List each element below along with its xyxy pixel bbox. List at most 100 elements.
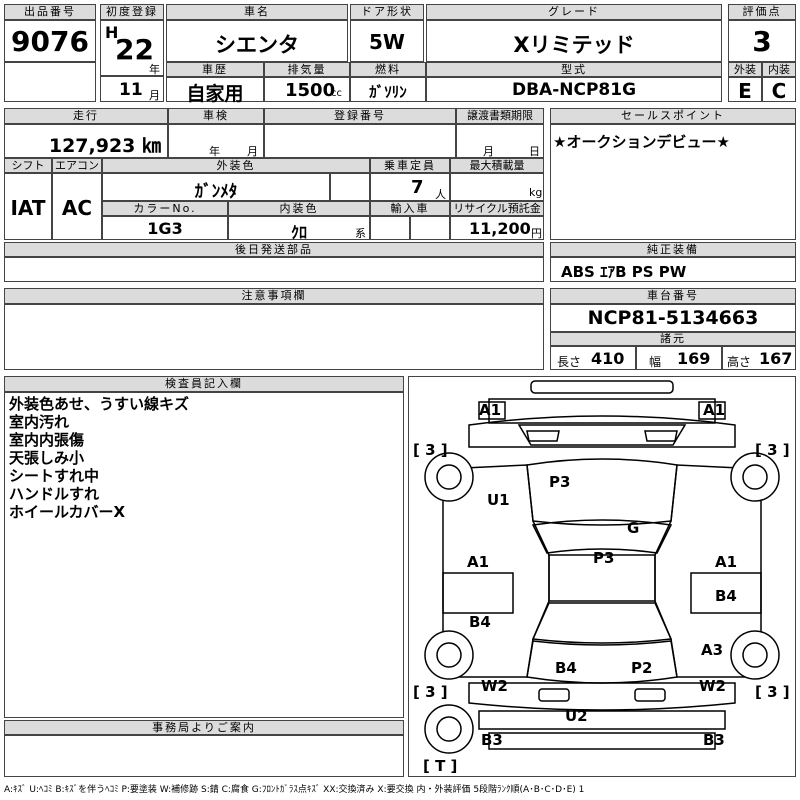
height: 167 [759,349,793,368]
inspection-box: 年 月 [168,124,264,158]
later-parts-label: 後日発送部品 [4,242,544,257]
inspector-note: 室内内張傷 [9,431,85,449]
inspector-note: シートすれ中 [9,467,100,485]
mark-b3-r: B3 [703,731,725,749]
car-name-box: シエンタ [166,20,348,62]
lot-empty-box [4,62,96,102]
chassis-number: NCP81-5134663 [587,307,759,329]
grade-box: Xリミテッド [426,20,722,62]
mark-p3-hood: P3 [549,473,570,491]
sales-point-label: セールスポイント [550,108,796,124]
office-label: 事務局よりご案内 [4,720,404,735]
max-load-box: kg [450,173,544,201]
inspector-note: 天張しみ小 [9,449,85,467]
diagram-hub-rr [742,642,768,668]
tire-fl: [ 3 ] [413,441,448,459]
recycle-box: 11,200 円 [450,216,544,240]
car-name: シエンタ [215,33,299,57]
mark-p2: P2 [631,659,652,677]
chassis-box: NCP81-5134663 [550,304,796,332]
inspection-year-unit: 年 [209,145,220,158]
reg-month-unit: 月 [149,89,160,102]
later-parts-box [4,257,544,282]
sales-point: ★オークションデビュー★ [553,133,730,151]
mark-a1-l: A1 [467,553,489,571]
ext-color-box: ｶﾞﾝﾒﾀ [102,173,330,202]
diagram-taillight-r [634,688,666,702]
fuel-label: 燃料 [350,62,426,77]
transfer-day-unit: 日 [529,145,540,158]
reg-month: 11 [119,80,143,100]
mileage-label: 走行 [4,108,168,124]
recycle-unit: 円 [531,227,542,240]
displacement: 1500 [285,80,336,101]
mark-p3-roof: P3 [593,549,614,567]
import-box-1 [370,216,410,240]
door-type: 5W [369,30,405,54]
max-load-label: 最大積載量 [450,158,544,173]
sales-point-box: ★オークションデビュー★ [550,124,796,240]
lot-number: 9076 [11,25,89,58]
mark-u2: U2 [565,707,588,725]
int-score-box: C [762,77,796,103]
length: 410 [591,349,625,368]
width: 169 [677,349,711,368]
import-label: 輸入車 [370,201,450,216]
fuel-box: ｶﾞｿﾘﾝ [350,77,426,102]
inspector-note: ホイールカバーX [9,503,126,521]
diagram-taillight-l [538,688,570,702]
inspector-box: 外装色あせ、うすい線キズ 室内汚れ 室内内張傷 天張しみ小 シートすれ中 ハンド… [4,392,404,718]
inspector-label: 検査員記入欄 [4,376,404,392]
mark-u1: U1 [487,491,510,509]
mileage-box: 127,923 ㎞ [4,124,168,158]
color-no-label: カラーNo. [102,201,228,216]
transfer-month-unit: 月 [483,145,494,158]
mark-w2-l: W2 [481,677,508,695]
aircon: AC [61,196,93,220]
lot-label: 出品番号 [4,4,96,20]
inspector-note: 外装色あせ、うすい線キズ [9,395,190,413]
transfer-label: 譲渡書類期限 [456,108,544,124]
int-color: ｸﾛ [290,223,307,242]
lot-box: 9076 [4,20,96,62]
shift-box: IAT [4,173,52,240]
diagram-hub-rl [436,642,462,668]
chassis-label: 車台番号 [550,288,796,304]
displacement-label: 排気量 [264,62,350,77]
specs-label: 諸元 [550,332,796,346]
color-no-box: 1G3 [102,216,228,240]
diagram-hub-fl [436,464,462,490]
height-label: 高さ [727,355,752,369]
diagram-headlights [526,430,678,442]
era: H [105,23,119,42]
mark-a1-r: A1 [715,553,737,571]
capacity-box: 7 人 [370,173,450,201]
diagram-spare-hub [436,716,462,742]
width-box: 幅 169 [636,346,722,370]
tire-rl: [ 3 ] [413,683,448,701]
registration-box [264,124,456,158]
recycle: 11,200 [469,219,531,238]
mark-b4-rear: B4 [555,659,577,677]
score-label: 評価点 [728,4,796,20]
legend: A:ｷｽﾞ U:ﾍｺﾐ B:ｷｽﾞを伴うﾍｺﾐ P:要塗装 W:補修跡 S:錆 … [4,785,585,795]
diagram-rear-hatch [526,640,678,684]
recycle-label: リサイクル預託金 [450,201,544,216]
mark-a1-fr: A1 [703,401,725,419]
aircon-label: エアコン [52,158,102,173]
inspector-notes: 外装色あせ、うすい線キズ 室内汚れ 室内内張傷 天張しみ小 シートすれ中 ハンド… [9,395,189,521]
int-color-label: 内装色 [228,201,370,216]
capacity-unit: 人 [435,188,446,201]
diagram-grille [517,424,687,446]
caution-box [4,304,544,370]
capacity-label: 乗車定員 [370,158,450,173]
equipment-box: ABS ｴｱB PS PW [550,257,796,282]
ext-color: ｶﾞﾝﾒﾀ [194,182,238,202]
car-diagram-box: A1 A1 U1 P3 G A1 P3 A1 B4 B4 A3 B4 P2 W2… [408,376,796,777]
shift: IAT [10,196,46,220]
diagram-front-corners [478,401,726,420]
shift-label: シフト [4,158,52,173]
mark-b4-rl: B4 [469,613,491,631]
score-box: 3 [728,20,796,62]
mark-w2-r: W2 [699,677,726,695]
